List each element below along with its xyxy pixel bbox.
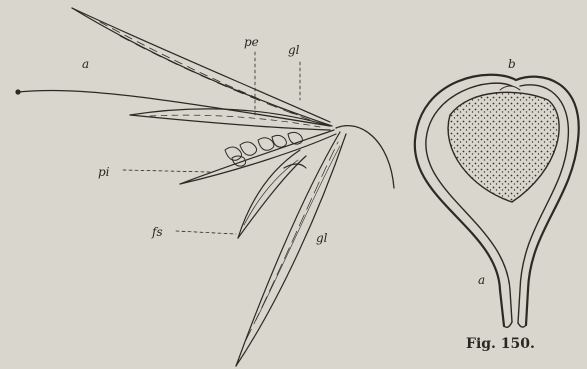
- label-gl-top: gl: [288, 44, 300, 56]
- spikelet-drawing: [16, 8, 394, 366]
- label-fs: fs: [152, 226, 163, 238]
- label-pe: pe: [244, 36, 259, 48]
- lower-glume: [236, 132, 340, 366]
- section-drawing: [415, 75, 579, 328]
- label-a-right: a: [478, 274, 485, 286]
- label-gl-bottom: gl: [316, 232, 328, 244]
- figure-caption: Fig. 150.: [466, 336, 535, 352]
- label-pi: pi: [98, 166, 110, 178]
- label-b: b: [508, 58, 516, 70]
- palea: [180, 130, 334, 184]
- panel-label-a: a: [82, 58, 89, 70]
- awn-curved: [336, 126, 394, 188]
- ovary-seed: [448, 92, 559, 202]
